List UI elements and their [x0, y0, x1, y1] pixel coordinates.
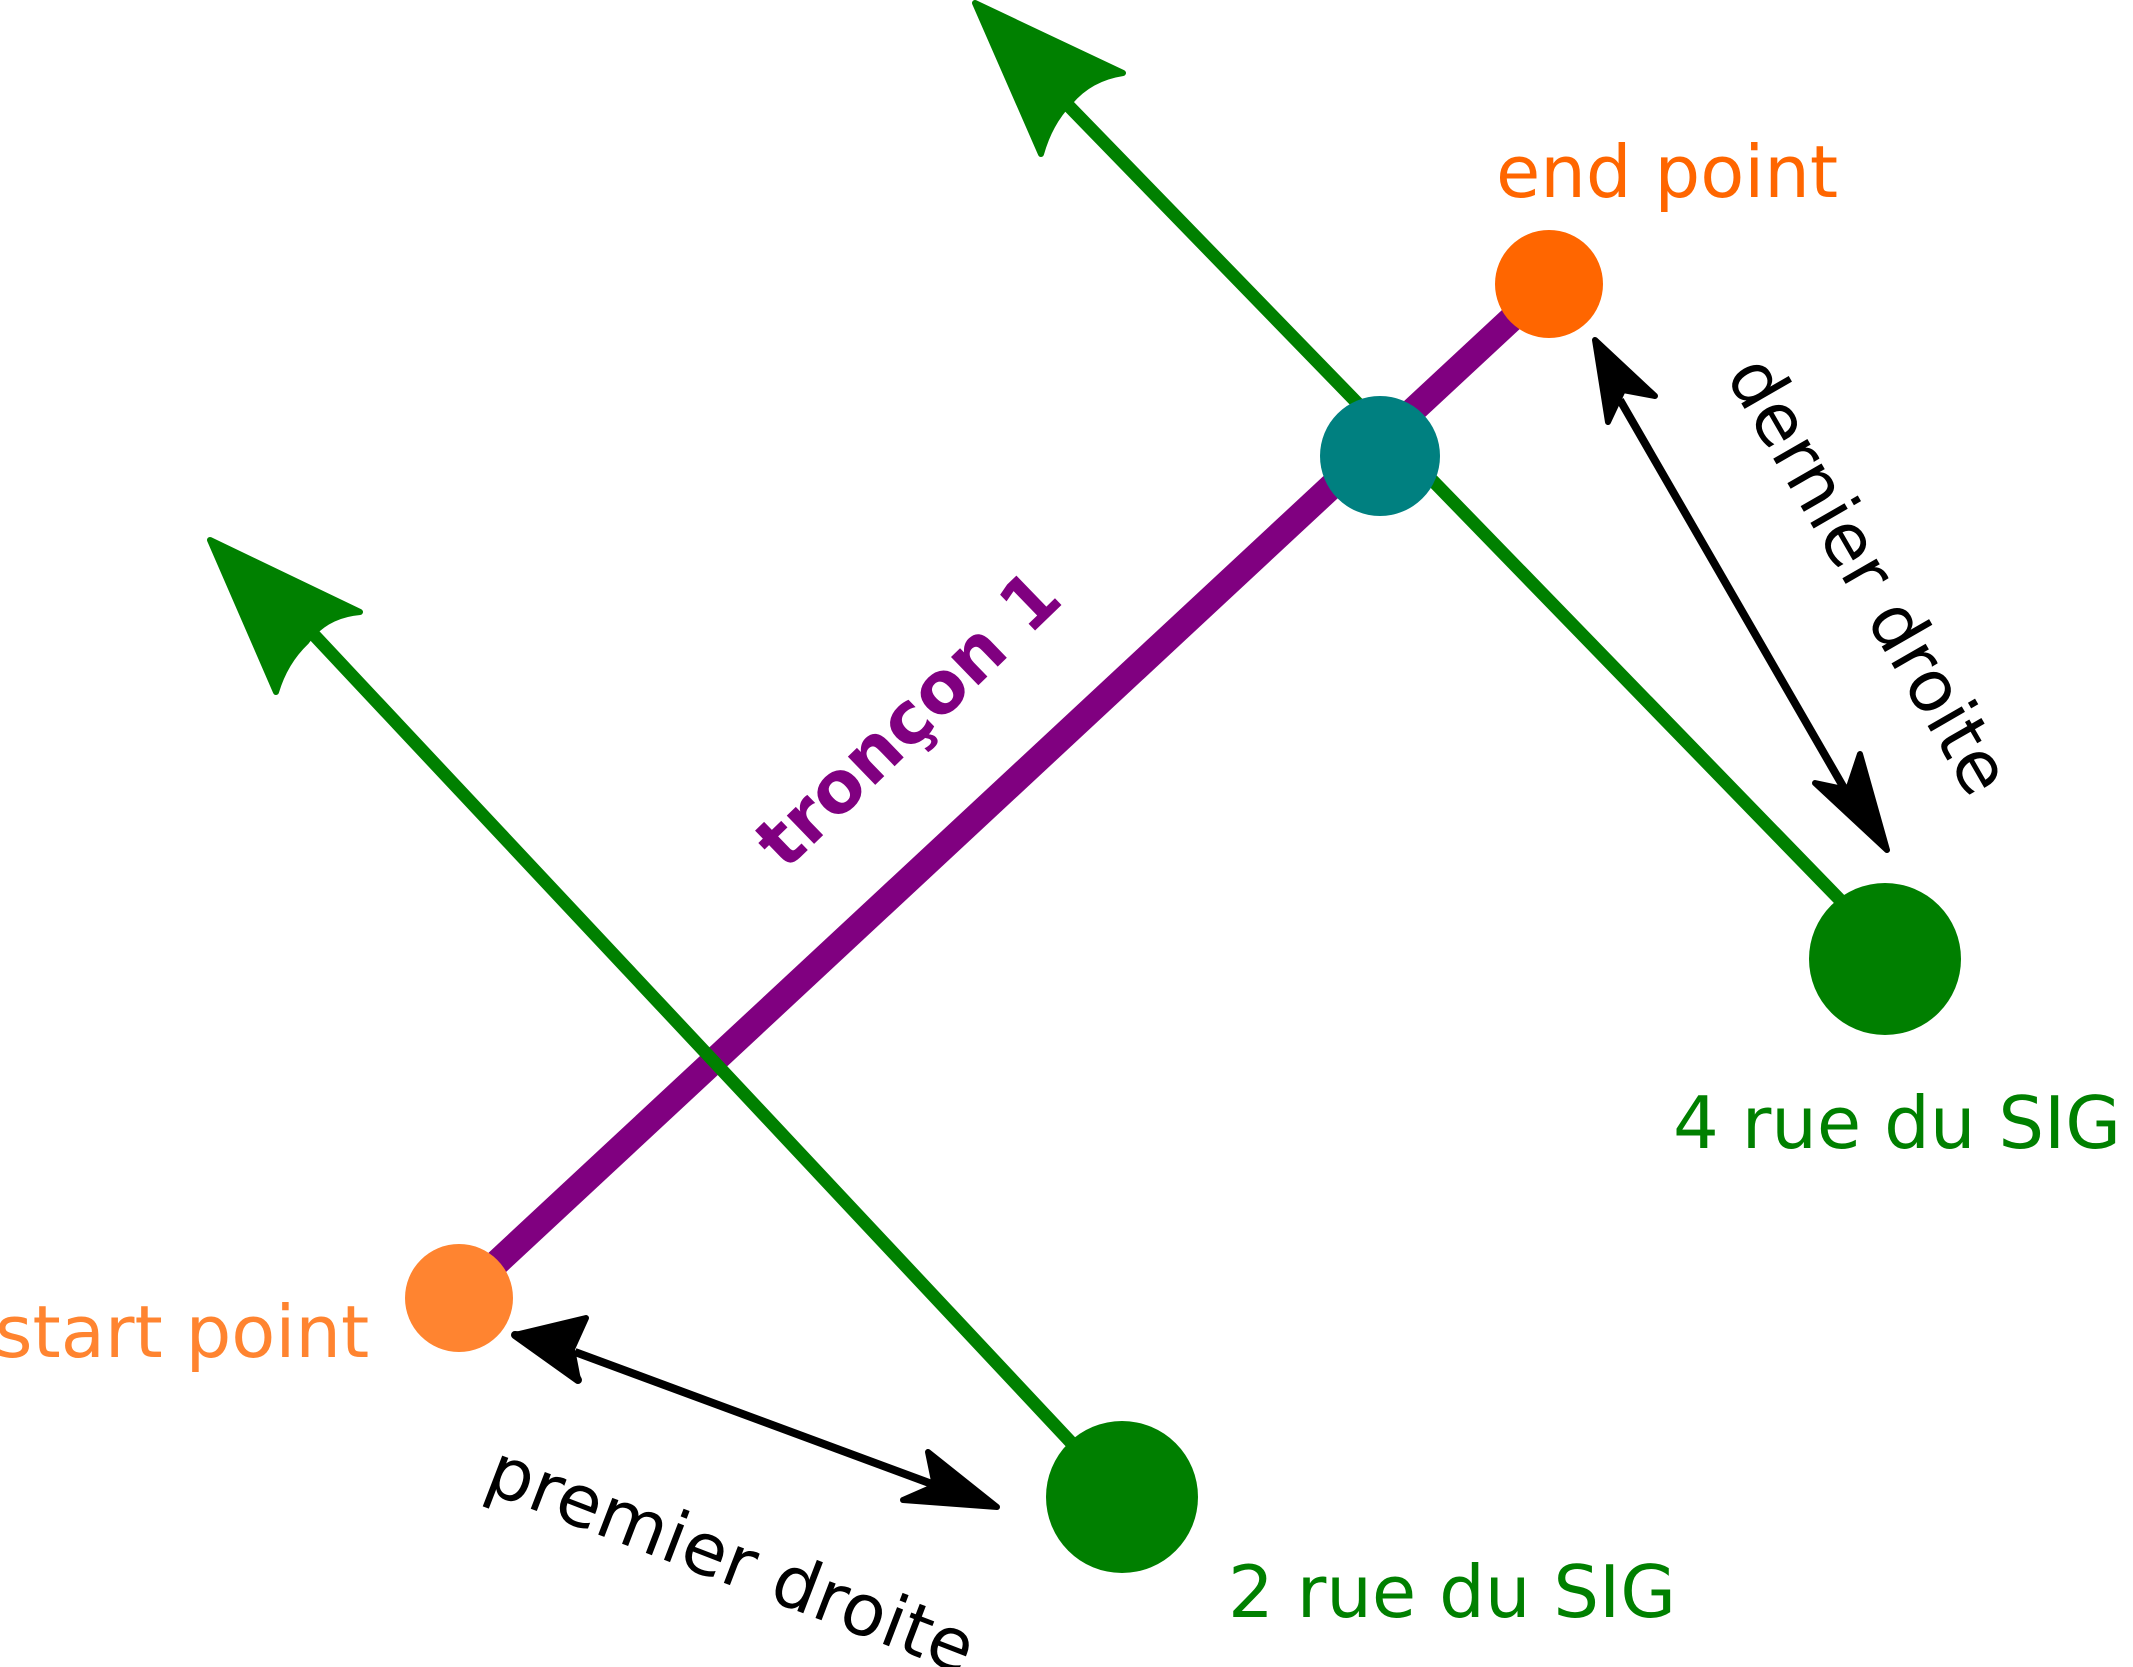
arrow-head-right-icon [900, 1449, 1000, 1510]
end-point-label: end point [1496, 130, 1838, 214]
segment-label: tronçon 1 [738, 553, 1076, 884]
start-point-label: start point [0, 1290, 369, 1374]
first-right-label: premier droite [476, 1427, 987, 1667]
first-right-arrow [511, 1315, 1000, 1510]
last-right-label: dernier droite [1710, 342, 2028, 809]
arrow-head-up-icon [1592, 337, 1658, 425]
arrow-head-down-icon [1812, 751, 1890, 853]
last-right-arrow [1592, 337, 1890, 853]
address-2-point [1046, 1421, 1198, 1573]
start-point [405, 1244, 513, 1352]
address-4-perpendicular [972, 0, 1847, 907]
end-point [1495, 230, 1603, 338]
address-2-label: 2 rue du SIG [1228, 1550, 1676, 1634]
arrow-head-up-icon [972, 0, 1126, 157]
arrow-head-up-icon [207, 537, 363, 695]
address-4-label: 4 rue du SIG [1673, 1081, 2121, 1165]
address-2-perpendicular [207, 537, 1085, 1457]
intersection-point [1320, 396, 1440, 516]
address-4-point [1809, 883, 1961, 1035]
